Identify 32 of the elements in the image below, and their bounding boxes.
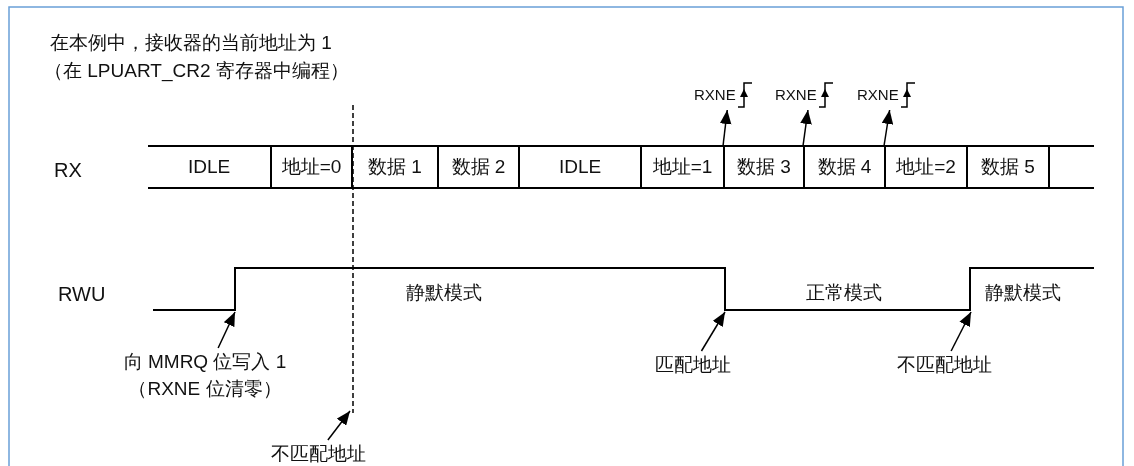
bus-segment: 地址=0 <box>272 145 353 189</box>
flag-name: RXNE <box>694 86 736 104</box>
note-text: 在本例中，接收器的当前地址为 1 <box>50 32 332 55</box>
signal-name: RX <box>54 158 82 182</box>
arrow <box>700 311 726 352</box>
waveform <box>152 267 1095 311</box>
flag-name: RXNE <box>857 86 899 104</box>
arrow <box>800 109 812 147</box>
annotation-text: 不匹配地址 <box>248 440 388 466</box>
bus-segment: 数据 2 <box>439 145 520 189</box>
bus-segment: 数据 1 <box>353 145 439 189</box>
note-text: （在 LPUART_CR2 寄存器中编程） <box>44 60 349 83</box>
bus-segment: 地址=1 <box>642 145 725 189</box>
arrow <box>950 311 972 352</box>
mode-label: 静默模式 <box>406 281 482 304</box>
arrow <box>217 311 236 349</box>
flag-name: RXNE <box>775 86 817 104</box>
arrow <box>327 410 351 441</box>
arrow <box>719 109 732 147</box>
annotation-text: 不匹配地址 <box>878 351 1010 379</box>
annotation-text: 向 MMRQ 位写入 1 （RXNE 位清零） <box>92 348 318 404</box>
bus-segment: 数据 5 <box>968 145 1050 189</box>
annotation-text: 匹配地址 <box>636 351 750 379</box>
bus-segment: 数据 4 <box>805 145 886 189</box>
bus-segment: 地址=2 <box>886 145 968 189</box>
mode-label: 正常模式 <box>806 281 882 304</box>
mode-label: 静默模式 <box>985 281 1061 304</box>
arrow <box>881 109 894 147</box>
bus-segment: 数据 3 <box>725 145 805 189</box>
bus-segment: IDLE <box>148 145 272 189</box>
bus-segment: IDLE <box>520 145 642 189</box>
signal-name: RWU <box>58 282 106 306</box>
